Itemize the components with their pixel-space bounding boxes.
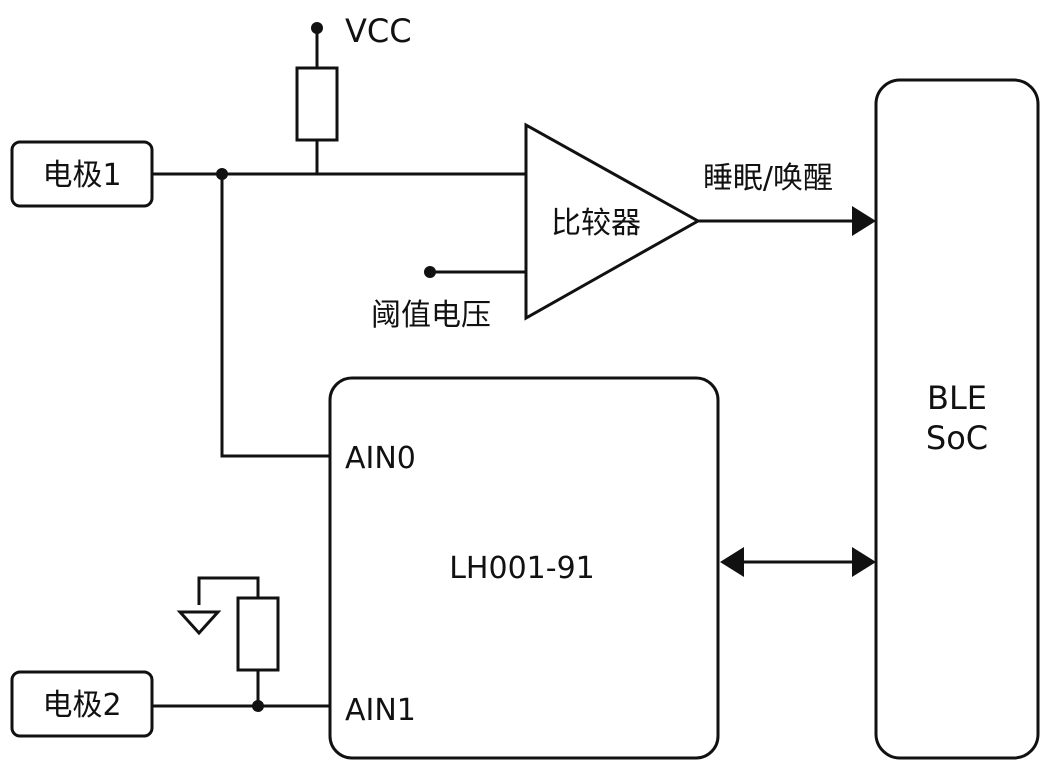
sleep-wake-label: 睡眠/唤醒 [703, 161, 833, 196]
chip-label: LH001-91 [449, 551, 595, 586]
ble-soc-label-line1: BLE [927, 379, 987, 417]
electrode1-label: 电极1 [42, 158, 121, 193]
bidirectional-arrowhead-left [720, 547, 744, 577]
ground-wire [197, 576, 260, 605]
ain1-label: AIN1 [345, 693, 416, 728]
bias-resistor [236, 596, 280, 672]
ble-soc-label-line2: SoC [926, 419, 988, 457]
vcc-label: VCC [345, 12, 412, 50]
bidirectional-arrowhead-right [852, 547, 876, 577]
junction-node-2 [252, 700, 264, 712]
ain0-wire [220, 174, 330, 458]
comparator-label: 比较器 [551, 206, 641, 241]
ble-soc-box [874, 78, 1040, 760]
pullup-resistor [295, 66, 339, 142]
sleep-wake-arrowhead [852, 206, 876, 236]
ground-symbol [176, 610, 222, 636]
electrode2-label: 电极2 [42, 688, 121, 723]
threshold-label: 阈值电压 [371, 298, 491, 333]
comparator-triangle [524, 122, 702, 321]
electrode2-box [10, 670, 154, 738]
lh001-chip-box [328, 376, 720, 760]
ain0-label: AIN0 [345, 441, 416, 476]
